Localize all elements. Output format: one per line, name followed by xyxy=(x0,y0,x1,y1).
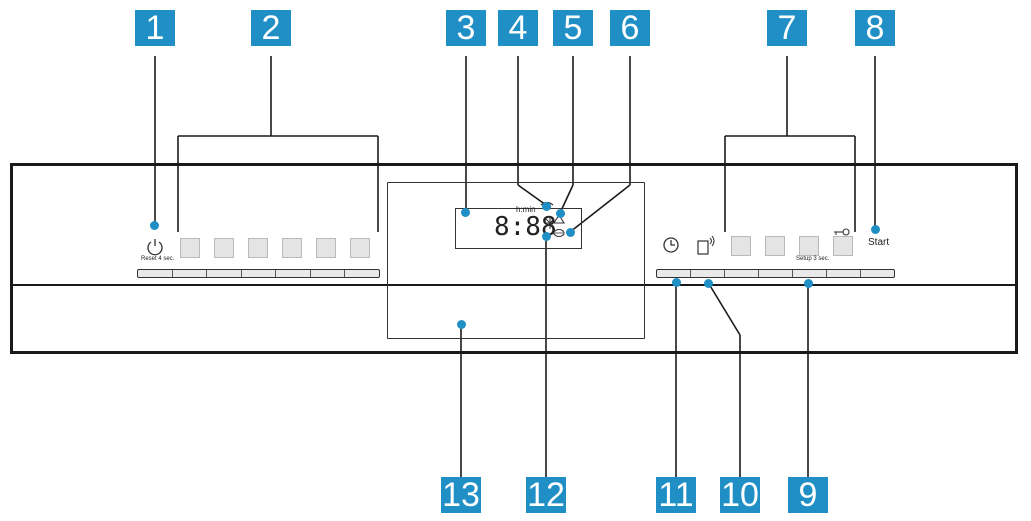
right-touch-strip[interactable] xyxy=(656,269,895,278)
callout-11: 11 xyxy=(656,477,696,513)
pointer-dot-9 xyxy=(804,279,813,288)
program-button-6[interactable] xyxy=(350,238,370,258)
pointer-dot-4 xyxy=(542,202,551,211)
callout-1: 1 xyxy=(135,10,175,46)
option-button-3[interactable] xyxy=(799,236,819,256)
salt-icon xyxy=(553,228,565,238)
program-button-4[interactable] xyxy=(282,238,302,258)
remote-start-icon[interactable] xyxy=(697,235,717,255)
pointer-dot-13 xyxy=(457,320,466,329)
pointer-dot-8 xyxy=(871,225,880,234)
callout-3: 3 xyxy=(446,10,486,46)
callout-7: 7 xyxy=(767,10,807,46)
callout-12: 12 xyxy=(526,476,566,514)
program-button-2[interactable] xyxy=(214,238,234,258)
program-button-1[interactable] xyxy=(180,238,200,258)
option-button-2[interactable] xyxy=(765,236,785,256)
pointer-dot-11 xyxy=(672,278,681,287)
program-button-3[interactable] xyxy=(248,238,268,258)
pointer-dot-6 xyxy=(566,228,575,237)
callout-13: 13 xyxy=(441,476,481,514)
time-unit-label: h:min xyxy=(516,205,536,214)
callout-5: 5 xyxy=(553,10,593,46)
callout-8: 8 xyxy=(855,10,895,46)
lcd-display xyxy=(455,208,582,249)
control-panel xyxy=(10,163,1018,354)
callout-6: 6 xyxy=(610,10,650,46)
pointer-dot-10 xyxy=(704,279,713,288)
pointer-dot-1 xyxy=(150,221,159,230)
panel-divider xyxy=(10,284,1018,286)
callout-4: 4 xyxy=(498,10,538,46)
program-button-5[interactable] xyxy=(316,238,336,258)
callout-9: 9 xyxy=(788,477,828,513)
key-icon xyxy=(834,228,850,236)
setup-label: Setup 3 sec. xyxy=(796,256,830,262)
left-touch-strip[interactable] xyxy=(137,269,380,278)
callout-10: 10 xyxy=(720,476,760,514)
option-button-4[interactable] xyxy=(833,236,853,256)
start-label[interactable]: Start xyxy=(868,237,890,248)
power-icon[interactable] xyxy=(146,238,164,256)
pointer-dot-5 xyxy=(556,209,565,218)
display-housing xyxy=(387,182,645,339)
option-button-1[interactable] xyxy=(731,236,751,256)
reset-label: Reset 4 sec. xyxy=(141,256,175,262)
pointer-dot-3 xyxy=(461,208,470,217)
callout-2: 2 xyxy=(251,10,291,46)
clock-icon[interactable] xyxy=(662,236,680,254)
pointer-dot-12 xyxy=(542,232,551,241)
leader-line-10 xyxy=(708,283,741,336)
